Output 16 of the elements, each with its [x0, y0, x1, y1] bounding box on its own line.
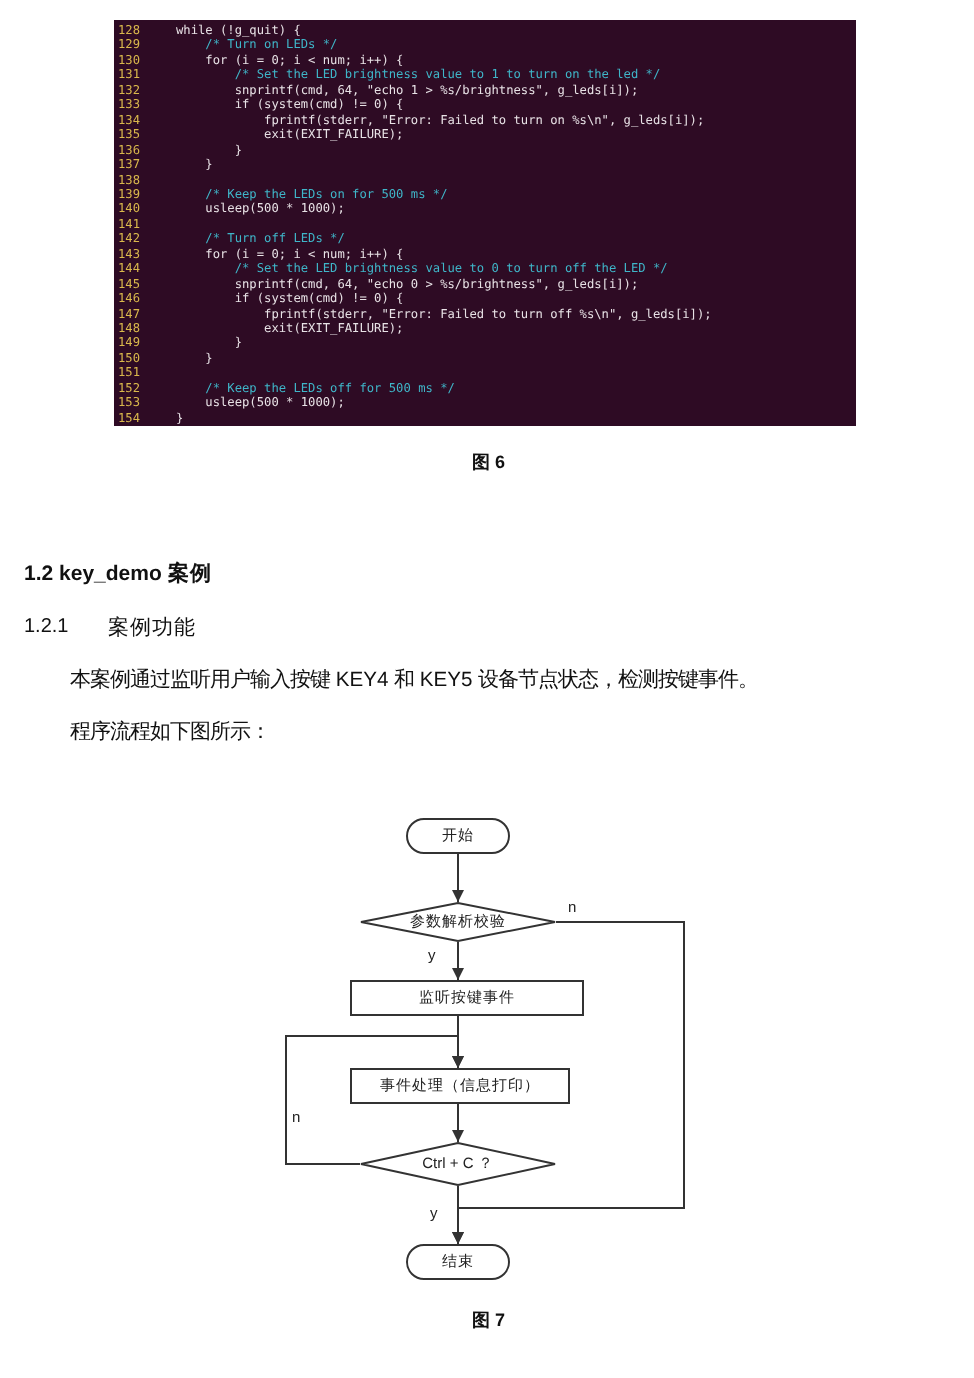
subsection-heading: 案例功能 [108, 614, 196, 642]
arrow [452, 1103, 464, 1143]
body-text: 本案例通过监听用户输入按键 KEY4 和 KEY5 设备节点状态，检测按键事件。 [70, 666, 759, 694]
arrow [452, 853, 464, 903]
figure-caption: 图 6 [472, 450, 506, 476]
section-heading: 1.2 key_demo 案例 [24, 560, 212, 588]
arrow [285, 1035, 464, 1165]
arrow [452, 1185, 464, 1245]
terminal-box [406, 818, 510, 854]
body-text: 程序流程如下图所示： [70, 718, 270, 746]
terminal-box [406, 1244, 510, 1280]
process-box [350, 1068, 570, 1104]
figure-caption: 图 7 [472, 1308, 506, 1334]
process-box [350, 980, 584, 1016]
section-number: 1.2.1 [24, 616, 69, 638]
arrow [452, 941, 464, 981]
